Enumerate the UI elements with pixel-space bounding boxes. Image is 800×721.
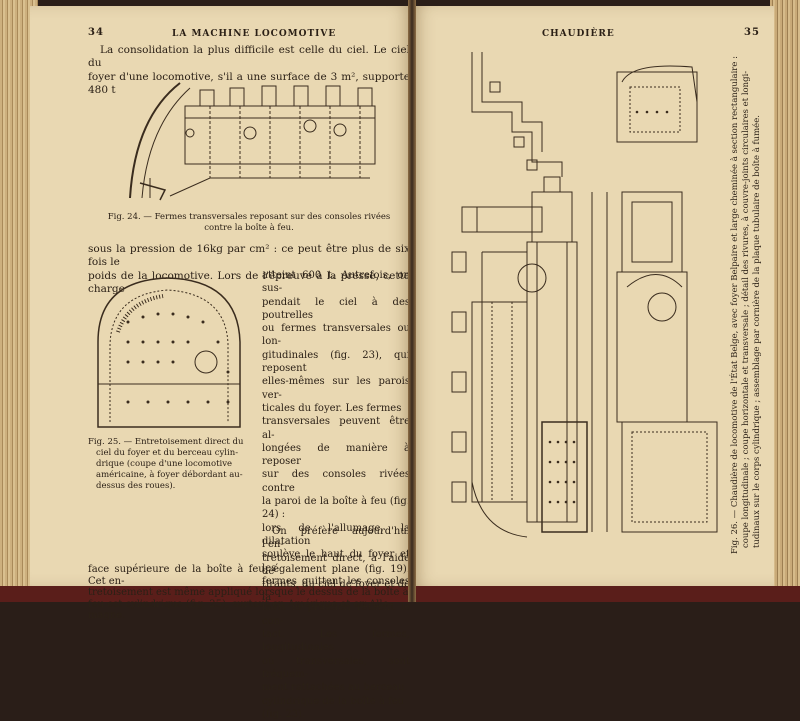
text-line: poids de la locomotive. Lors de l'épreuv… (88, 269, 410, 296)
text-line: tirants, du ciel de foyer et de la (262, 579, 410, 604)
text-line: gitudinales (fig. 23), qui reposent (262, 349, 410, 375)
book-gutter (408, 0, 416, 602)
running-head-left: LA MACHINE LOCOMOTIVE (172, 29, 337, 39)
caption-line: contre la boîte à feu. (204, 223, 294, 233)
caption-line: Fig. 24. — Fermes transversales reposant… (107, 212, 391, 222)
text-line: ou fermes transversales ou lon- (262, 323, 410, 348)
paragraph-1: La consolidation la plus difficile est c… (88, 44, 410, 98)
open-book: 34 LA MACHINE LOCOMOTIVE La consolidatio… (0, 0, 800, 602)
text-line: tretoisement direct, à l'aide de (262, 552, 410, 577)
figure-24-drawing (129, 82, 376, 201)
text-line: la paroi de la boîte à feu (fig. 24) : (262, 496, 410, 521)
text-line: La consolidation la plus difficile est c… (88, 44, 410, 70)
paragraph-2-full: sous la pression de 16kg par cm² : ce pe… (88, 243, 410, 297)
caption-line: drique (coupe d'une locomotive (96, 459, 233, 469)
text-line: longées de manière à reposer (262, 442, 410, 468)
text-line: elles-mêmes sur les parois ver- (262, 376, 410, 401)
page-edges-right (770, 0, 800, 602)
text-line: ticales du foyer. Les fermes (262, 402, 402, 414)
caption-line: américaine, à foyer débordant au- (96, 470, 243, 480)
book-cover-edge (0, 586, 800, 602)
text-line: pendait le ciel à des poutrelles (262, 296, 410, 321)
right-page: CHAUDIÈRE 35 (412, 6, 774, 586)
figure-25-caption: Fig. 25. — Entretoisement direct du ciel… (88, 437, 258, 492)
text-line: (fig. 23). (262, 708, 306, 720)
caption-line: Fig. 25. — Entretoisement direct du (88, 437, 244, 447)
text-line: On préfère aujourd'hui l'en- (262, 526, 410, 551)
text-line: lors de l'allumage, la dilatation (262, 522, 410, 547)
caption-line: coupe longitudinale ; coupe horizontale … (741, 70, 751, 548)
left-page: 34 LA MACHINE LOCOMOTIVE La consolidatio… (30, 6, 412, 720)
paragraph-3-full: face supérieure de la boîte à feu, égale… (88, 564, 410, 622)
caption-line: tudinaux sur le corps cylindrique ; asse… (752, 115, 762, 548)
text-line: magne. (88, 610, 126, 621)
text-line: ou transversales, sont fréquem- (262, 655, 410, 680)
running-head-right: CHAUDIÈRE (542, 29, 615, 39)
text-line: fermes quittent les consoles ; (262, 575, 410, 601)
text-line: soulève le haut du foyer et les (262, 549, 410, 574)
text-line: sous la pression de 16kg par cm² : ce pe… (88, 243, 410, 269)
figure-26-caption: Fig. 26. — Chaudière de locomotive de l'… (730, 56, 763, 554)
text-line: transversales peuvent être al- (262, 416, 410, 441)
text-line: feu est cylindrique (fig. 25), surtout e… (88, 598, 392, 610)
text-line: foyer d'une locomotive, s'il a une surfa… (88, 70, 410, 97)
caption-line: dessus des roues). (96, 481, 176, 491)
text-line: tact. Les fermes, longitudinales (262, 629, 410, 654)
paragraph-3-wrap: On préfère aujourd'hui l'en- tretoisemen… (262, 525, 410, 605)
text-line: face supérieure de la boîte à feu, égale… (88, 564, 410, 587)
text-line: sur des consoles rivées contre (262, 469, 410, 494)
figure-25-drawing (97, 277, 241, 428)
page-number-left: 34 (88, 27, 104, 38)
text-line: tretoisement est même appliqué lorsque l… (88, 587, 409, 598)
text-line: cylindrique de la boîte à feu (262, 695, 405, 707)
text-line: atteint 600 t. Autrefois, on sus- (262, 270, 410, 295)
figure-24-caption: Fig. 24. — Fermes transversales reposant… (88, 212, 410, 234)
caption-line: ciel du foyer et du berceau cylin- (96, 448, 239, 458)
figure-26-drawing (451, 52, 718, 538)
page-number-right: 35 (744, 27, 760, 38)
caption-line: Fig. 26. — Chaudière de locomotive de l'… (730, 56, 740, 554)
text-line: ment rattachées au berceau (262, 682, 405, 694)
paragraph-2-wrap: atteint 600 t. Autrefois, on sus- pendai… (262, 269, 410, 721)
